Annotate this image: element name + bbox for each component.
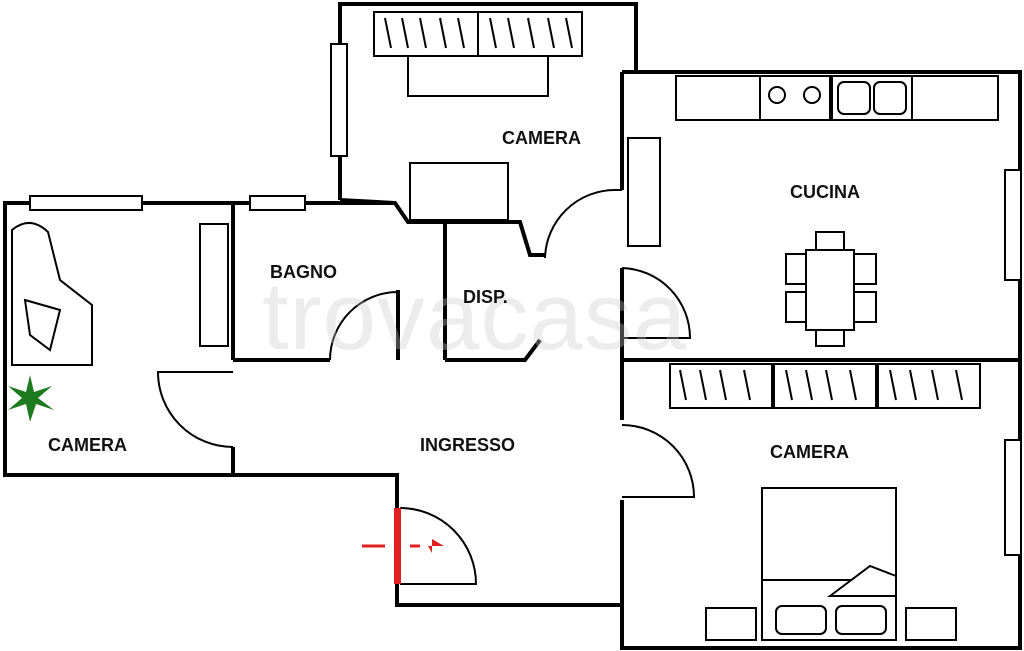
entrance-marker: [362, 508, 444, 584]
wardrobe-hangers: [384, 17, 963, 401]
plant-icon: [8, 375, 54, 422]
windows: [29, 43, 1022, 556]
room-label-bagno: BAGNO: [270, 262, 337, 282]
room-label-camera-right: CAMERA: [770, 442, 849, 462]
doors: [156, 189, 696, 585]
watermark: trovacasa: [262, 263, 688, 370]
room-label-camera-top: CAMERA: [502, 128, 581, 148]
room-label-ingresso: INGRESSO: [420, 435, 516, 455]
room-label-camera-left: CAMERA: [48, 435, 127, 455]
room-label-disp: DISP.: [463, 287, 508, 307]
furniture: [11, 11, 999, 641]
room-label-cucina: CUCINA: [790, 182, 860, 202]
